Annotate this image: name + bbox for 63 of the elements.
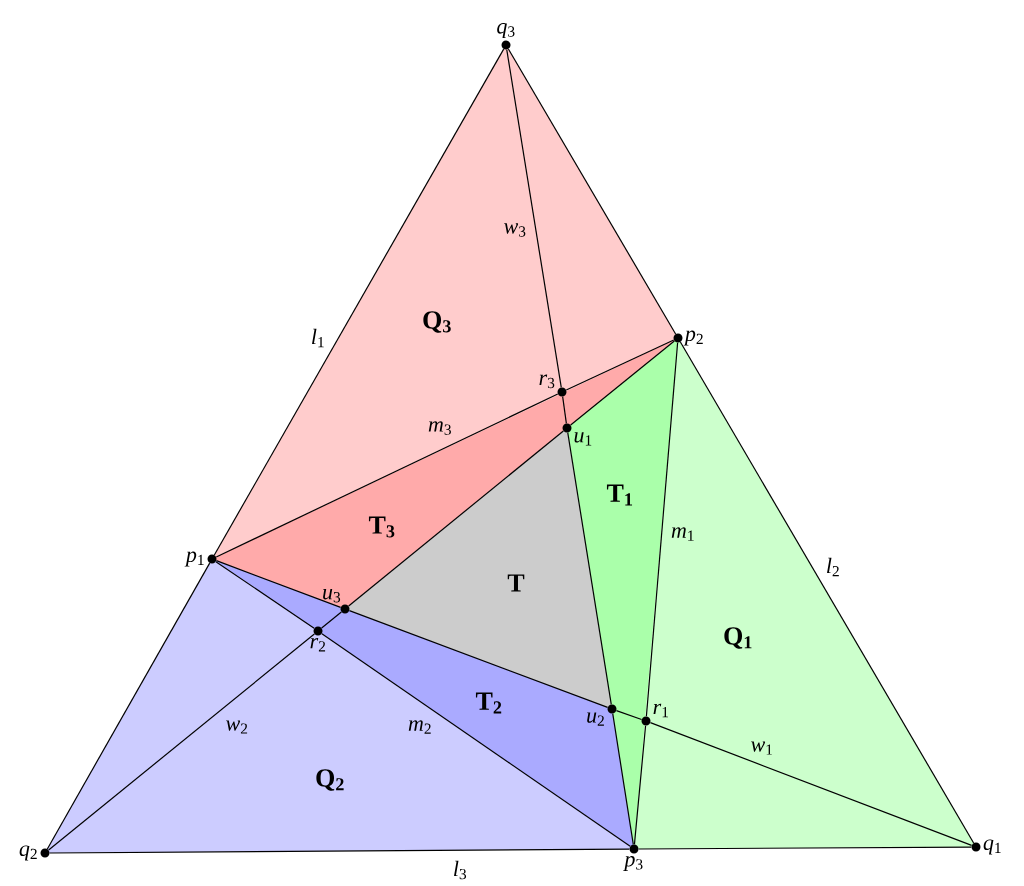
point: q$_{1}$: [971, 839, 1001, 855]
line-segment: [48, 633, 315, 851]
line-segment: [46, 562, 211, 850]
region-label: T$_{2}$: [475, 692, 502, 714]
line-label: l$_{2}$: [827, 557, 839, 577]
line-segment: [507, 48, 677, 335]
line-segment: [215, 561, 315, 629]
point: p$_{3}$: [623, 844, 643, 871]
line-segment: [506, 49, 562, 388]
line-label: m$_{1}$: [671, 527, 694, 541]
line-label: w$_{1}$: [751, 741, 772, 755]
node-label: p$_{1}$: [184, 551, 204, 567]
line-label: l$_{1}$: [312, 328, 324, 348]
region-label: Q$_{3}$: [423, 311, 451, 333]
region-label: Q$_{1}$: [724, 627, 752, 649]
line-segment: [649, 722, 973, 846]
line-segment: [213, 48, 505, 556]
node-label: r$_{3}$: [539, 374, 555, 389]
node-label: q$_{3}$: [497, 23, 515, 39]
region-label: T: [507, 574, 525, 592]
line-segment: [570, 340, 675, 426]
line-segment: [321, 611, 342, 629]
node-label: u$_{3}$: [323, 589, 341, 603]
line-segment: [565, 339, 675, 391]
point: u$_{1}$: [562, 423, 592, 446]
node-label: q$_{2}$: [19, 845, 37, 861]
node-label: p$_{3}$: [623, 855, 643, 871]
point: q$_{3}$: [497, 23, 515, 50]
line-segment: [645, 342, 679, 717]
point: r$_{1}$: [641, 703, 669, 726]
line-label: l$_{3}$: [454, 860, 467, 880]
line-segment: [633, 725, 647, 845]
line-label: w$_{2}$: [226, 720, 248, 734]
node-label: p$_{2}$: [683, 330, 703, 346]
line-segment: [562, 396, 567, 424]
line-segment: [215, 393, 559, 558]
line-segment: [348, 610, 609, 708]
line-label: w$_{3}$: [504, 223, 526, 237]
line-segment: [215, 560, 342, 608]
region-label: T$_{3}$: [368, 516, 395, 538]
region-label: T$_{1}$: [606, 484, 633, 506]
point: p$_{2}$: [673, 330, 703, 346]
line-segment: [615, 709, 643, 721]
node-label: u$_{2}$: [587, 712, 604, 726]
node-label: r$_{1}$: [653, 703, 669, 718]
node-label: r$_{2}$: [310, 637, 326, 652]
node-label: q$_{1}$: [983, 839, 1001, 855]
line-segment: [321, 633, 631, 847]
line-segment: [612, 713, 634, 845]
point: u$_{2}$: [587, 704, 617, 726]
point: r$_{3}$: [539, 374, 567, 397]
line-label: m$_{3}$: [428, 421, 451, 435]
point: p$_{1}$: [184, 551, 217, 567]
line-segment: [567, 432, 612, 705]
node-label: u$_{1}$: [574, 432, 592, 446]
line-segment: [348, 430, 564, 607]
point: q$_{2}$: [19, 845, 50, 861]
line-label: m$_{2}$: [408, 720, 431, 734]
region-label: Q$_{2}$: [316, 769, 344, 791]
line-segment: [49, 848, 630, 854]
line-segment: [638, 846, 972, 850]
point: u$_{3}$: [323, 589, 350, 614]
point: r$_{2}$: [310, 626, 326, 652]
